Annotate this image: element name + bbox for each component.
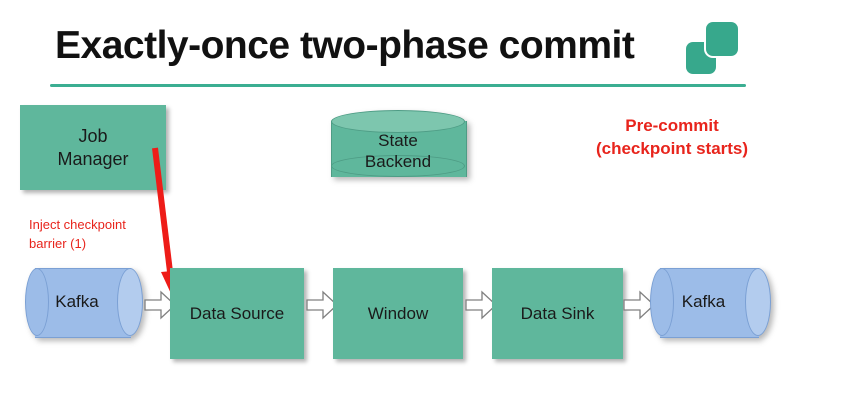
state-backend-label: State Backend — [331, 122, 465, 180]
state-backend-cylinder[interactable]: State Backend — [331, 110, 467, 182]
kafka-source-left-ellipse — [25, 268, 49, 336]
flow-arrow-icon-3 — [465, 290, 497, 320]
state-backend-bottom-ellipse — [331, 155, 465, 177]
kafka-source-cylinder[interactable]: Kafka — [25, 268, 143, 338]
inject-barrier-label-line1: Inject checkpoint — [29, 217, 126, 232]
data-source-label: Data Source — [189, 303, 285, 323]
flow-arrow-icon-1 — [144, 290, 176, 320]
page-title: Exactly-once two-phase commit — [55, 24, 635, 67]
data-source-box[interactable]: Data Source — [170, 268, 304, 359]
state-backend-label-line1: State — [378, 130, 418, 150]
kafka-source-label: Kafka — [55, 292, 99, 311]
job-manager-box[interactable]: Job Manager — [20, 105, 166, 190]
kafka-sink-left-ellipse — [650, 268, 674, 336]
flow-arrow-icon-4 — [623, 290, 655, 320]
inject-barrier-label-line2: barrier (1) — [29, 235, 87, 251]
flink-logo-icon — [686, 22, 744, 78]
kafka-sink-cylinder[interactable]: Kafka — [650, 268, 771, 338]
data-sink-box[interactable]: Data Sink — [492, 268, 623, 359]
precommit-annotation: Pre-commit (checkpoint starts) — [572, 115, 772, 161]
precommit-line1: Pre-commit — [625, 116, 719, 135]
kafka-source-right-ellipse — [117, 268, 143, 336]
job-manager-label: Job Manager — [57, 125, 128, 170]
title-underline — [50, 84, 746, 87]
kafka-source-body — [35, 268, 131, 338]
window-label: Window — [367, 303, 429, 323]
kafka-sink-body — [660, 268, 759, 338]
state-backend-label-line2: Backend — [364, 152, 432, 171]
state-backend-top-ellipse — [331, 110, 465, 133]
job-manager-label-line1: Job — [78, 126, 108, 146]
kafka-sink-right-ellipse — [745, 268, 771, 336]
logo-square-front — [706, 22, 738, 56]
window-box[interactable]: Window — [333, 268, 463, 359]
precommit-line2: (checkpoint starts) — [595, 138, 749, 158]
data-sink-label: Data Sink — [520, 303, 595, 323]
job-manager-label-line2: Manager — [57, 148, 129, 169]
flow-arrow-icon-2 — [306, 290, 338, 320]
kafka-sink-label: Kafka — [681, 292, 726, 311]
inject-barrier-label: Inject checkpoint barrier (1) — [29, 216, 179, 254]
